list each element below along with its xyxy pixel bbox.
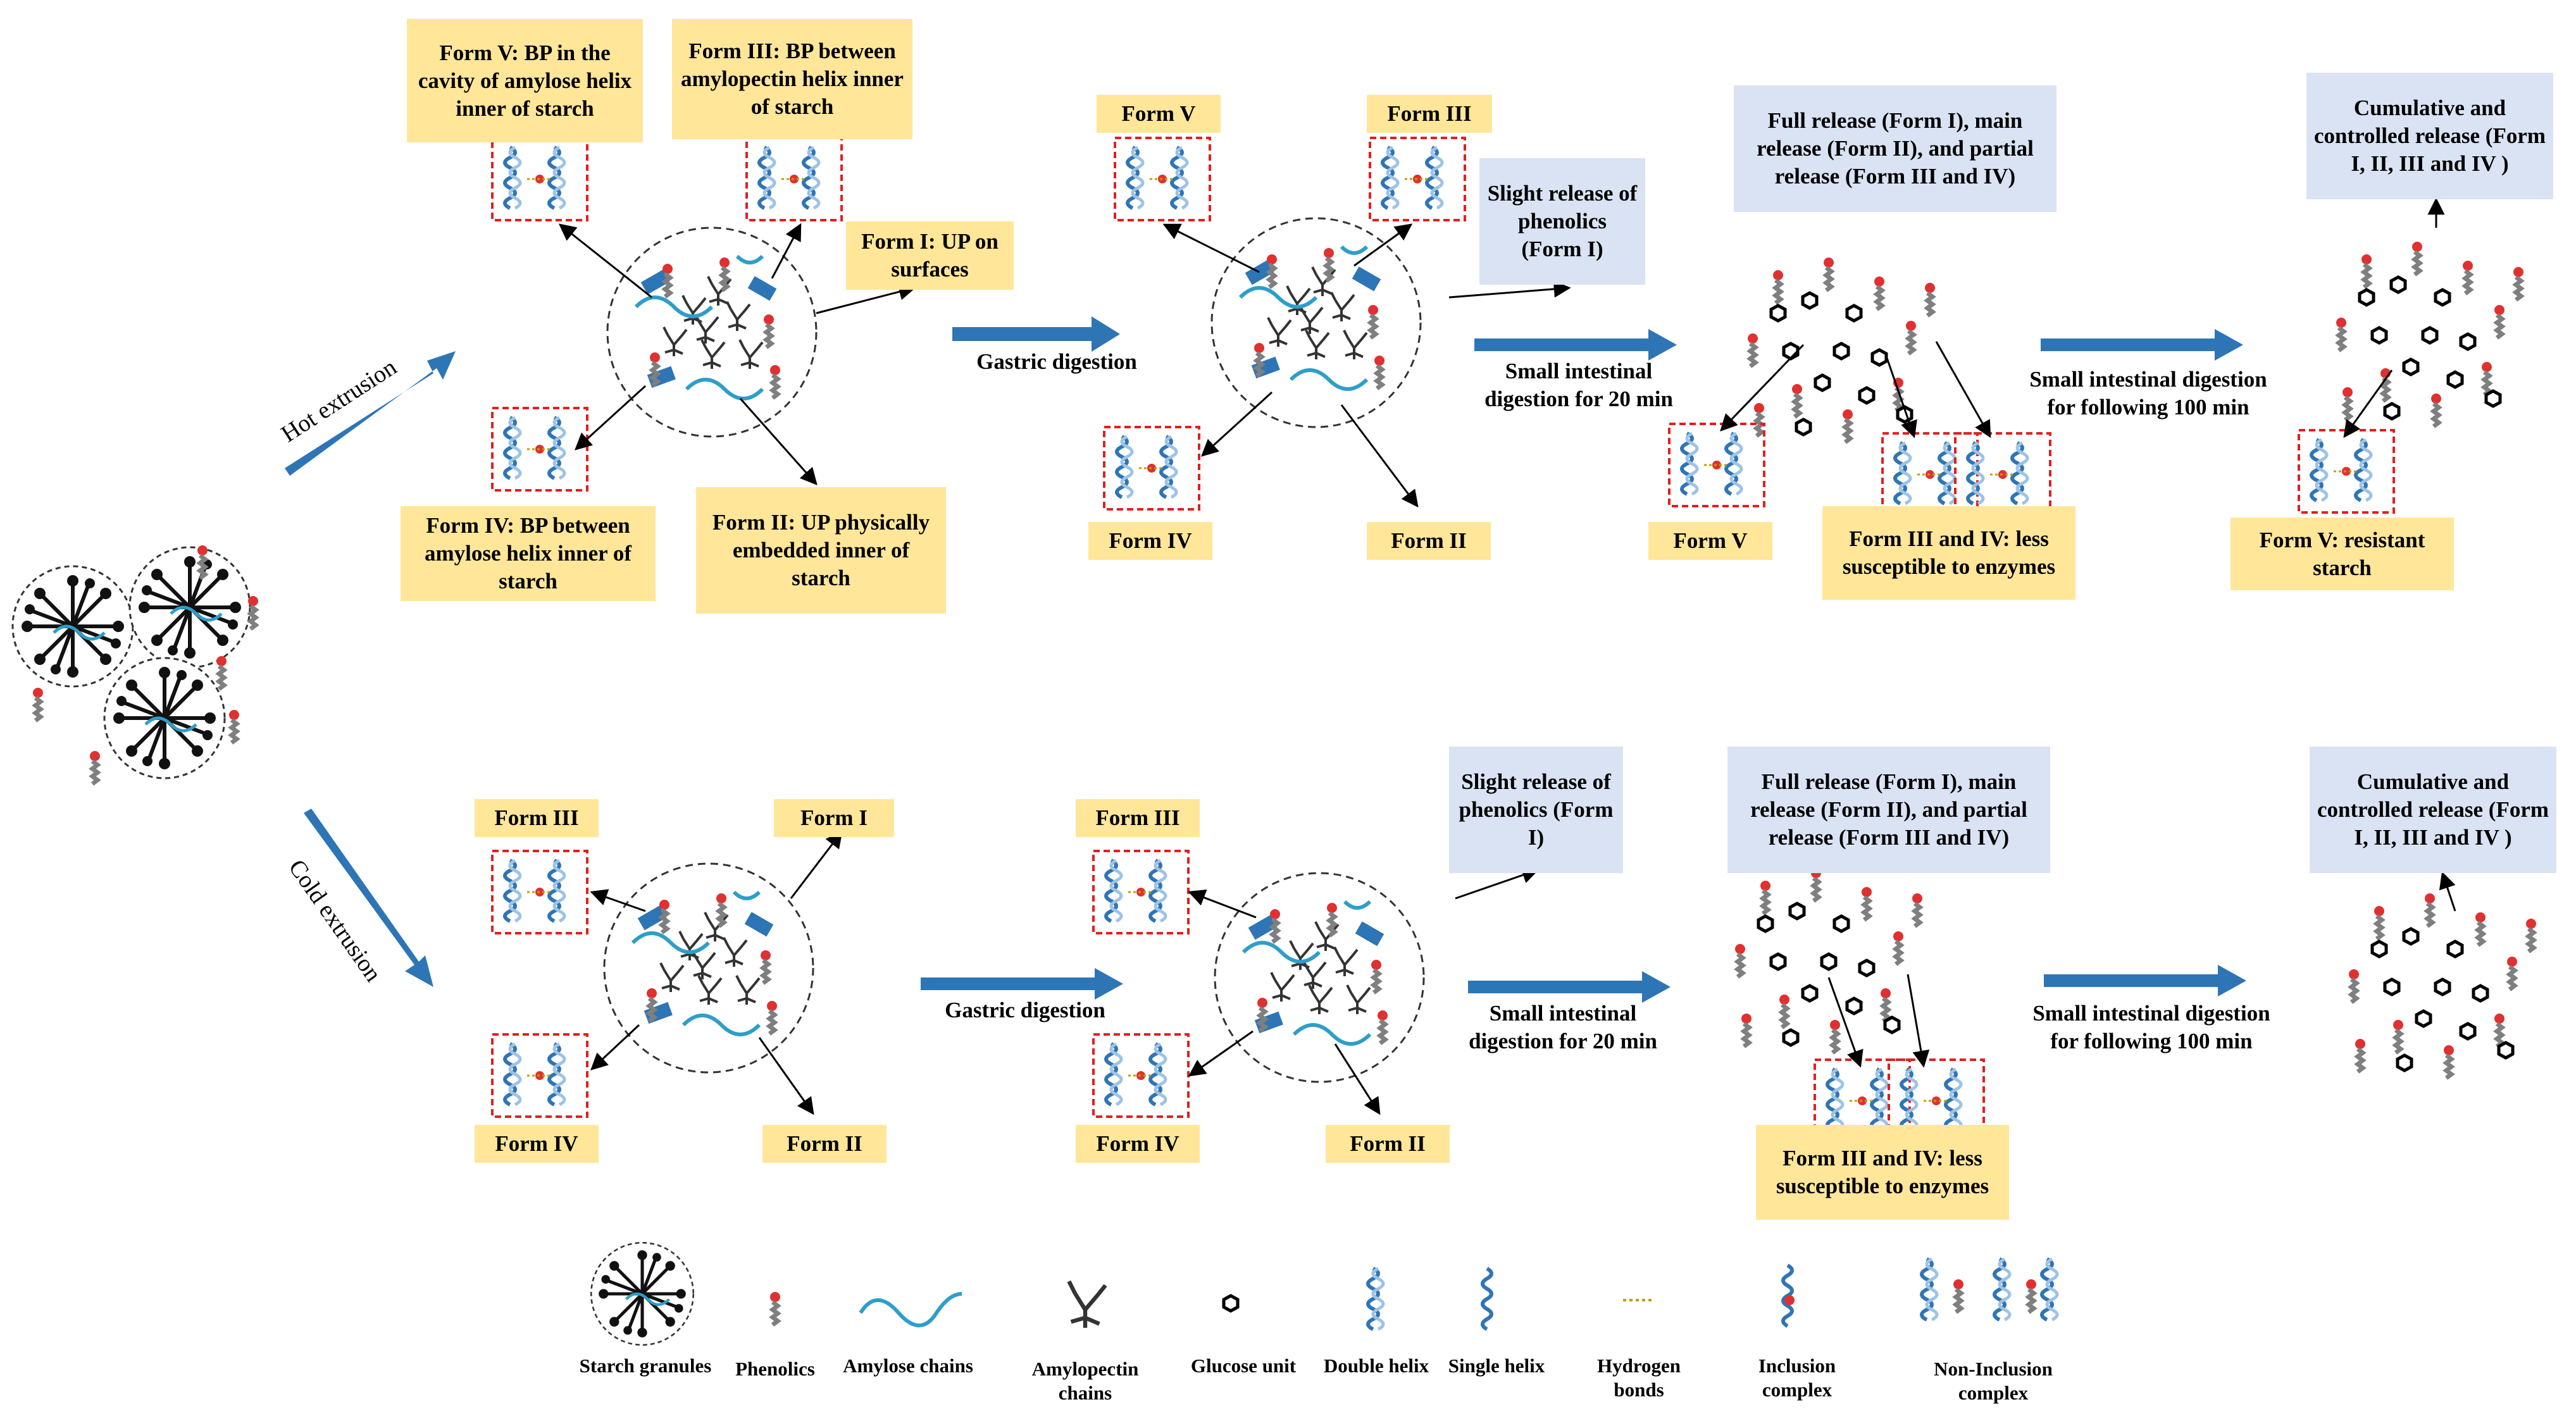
hot-extrusion-arrow (285, 351, 456, 476)
hot-gastric-form-ii-box: Form II (1367, 522, 1491, 560)
legend-label-phenolics: Phenolics (735, 1358, 815, 1380)
legend-label-amylose-chains: Amylose chains (843, 1355, 973, 1377)
cold-small100-arrow (2044, 965, 2246, 996)
cold-form-iv-box: Form IV (475, 1125, 599, 1163)
cold-form-iii-box: Form III (475, 799, 599, 837)
legend-label-inclusion-complex: Inclusion complex (1758, 1355, 1836, 1401)
amylopectin-chain-icon (1069, 1281, 1105, 1328)
cold-small20-arrow (1468, 971, 1671, 1003)
amylose-chain-icon (859, 1292, 962, 1327)
double-helix-icon (1368, 1269, 1383, 1329)
hot-form-i-box: Form I: UP on surfaces (846, 221, 1014, 290)
cold-gastric-form-iii-box: Form III (1076, 799, 1200, 837)
hot-form-iii-box: Form III: BP between amylopectin helix i… (672, 19, 912, 139)
hot-extrusion-label: Hot extrusion (277, 354, 401, 447)
legend-icons (591, 1243, 2057, 1345)
hot-gastric-form-v-box: Form V (1097, 95, 1221, 133)
hot-form-ii-box: Form II: UP physically embedded inner of… (696, 487, 946, 614)
phenolic-icon (770, 1292, 780, 1325)
legend-label-starch-granules: Starch granules (579, 1355, 712, 1377)
cold-small20-release-box: Full release (Form I), main release (For… (1727, 747, 2050, 873)
legend-label-glucose-unit: Glucose unit (1190, 1355, 1297, 1377)
legend-label-double-helix: Double helix (1323, 1355, 1429, 1377)
hot-gastric-form-iv-box: Form IV (1088, 522, 1212, 560)
hot-small20-form-v-box: Form V (1648, 522, 1772, 560)
hot-form-iv-box: Form IV: BP between amylose helix inner … (401, 506, 656, 601)
hot-small20-form-iii-iv-box: Form III and IV: less susceptible to enz… (1822, 506, 2075, 600)
hot-gastric-arrow (952, 316, 1120, 352)
cold-extrusion-label: Cold extrusion (283, 855, 387, 986)
legend-label-amylopectin-chains: Amylopectin chains (1031, 1358, 1139, 1404)
cold-gastric-digestion-label: Gastric digestion (945, 998, 1105, 1022)
hot-small20-label: Small intestinal digestion for 20 min (1484, 359, 1673, 411)
starch-granules-initial (13, 545, 258, 784)
starch-granule-icon (591, 1243, 694, 1345)
cold-initial-cluster (492, 830, 843, 1117)
hot-initial-cluster (492, 138, 916, 490)
cold-small100-cloud (2349, 871, 2536, 1078)
cold-small20-form-iii-iv-box: Form III and IV: less susceptible to enz… (1756, 1125, 2009, 1220)
hot-form-v-box: Form V: BP in the cavity of amylose heli… (407, 19, 643, 142)
glucose-unit-icon (1224, 1296, 1238, 1311)
hot-gastric-form-iii-box: Form III (1367, 95, 1492, 133)
hot-small100-label: Small intestinal digestion for following… (2029, 367, 2267, 419)
hot-slight-release-box: Slight release of phenolics (Form I) (1479, 158, 1645, 285)
cold-gastric-form-iv-box: Form IV (1076, 1125, 1200, 1163)
cold-gastric-arrow (921, 968, 1123, 1000)
single-helix-icon (1483, 1269, 1491, 1329)
hot-small100-arrow (2041, 329, 2243, 361)
legend-label-hydrogen-bonds: Hydrogen bonds (1596, 1355, 1681, 1401)
cold-small20-cloud (1735, 868, 1984, 1142)
cold-form-i-box: Form I (774, 799, 894, 837)
hot-small100-release-box: Cumulative and controlled release (Form … (2306, 73, 2553, 199)
cold-slight-release-box: Slight release of phenolics (Form I) (1449, 747, 1623, 873)
hot-small100-cloud (2299, 197, 2523, 512)
cold-extrusion-arrow (304, 809, 433, 987)
cold-form-ii-box: Form II (762, 1125, 887, 1163)
legend-label-single-helix: Single helix (1448, 1355, 1545, 1377)
cold-small100-label: Small intestinal digestion for following… (2032, 1001, 2270, 1053)
legend-label-non-inclusion-complex: Non-Inclusion complex (1934, 1358, 2053, 1404)
flow-arrows (285, 316, 2246, 1003)
non-inclusion-complex-icon (1922, 1259, 2057, 1320)
inclusion-complex-icon (1783, 1265, 1795, 1326)
cold-small20-label: Small intestinal digestion for 20 min (1469, 1001, 1657, 1053)
cold-gastric-cluster (1093, 851, 1540, 1117)
cold-gastric-form-ii-box: Form II (1326, 1125, 1450, 1163)
hot-resistant-starch-box: Form V: resistant starch (2231, 518, 2454, 590)
hot-gastric-digestion-label: Gastric digestion (976, 349, 1137, 374)
hot-small20-cloud (1669, 258, 2050, 516)
cold-small100-release-box: Cumulative and controlled release (Form … (2310, 747, 2556, 873)
hot-gastric-cluster (1104, 138, 1571, 509)
hot-small20-release-box: Full release (Form I), main release (For… (1734, 85, 2056, 212)
hot-small20-arrow (1474, 329, 1677, 361)
